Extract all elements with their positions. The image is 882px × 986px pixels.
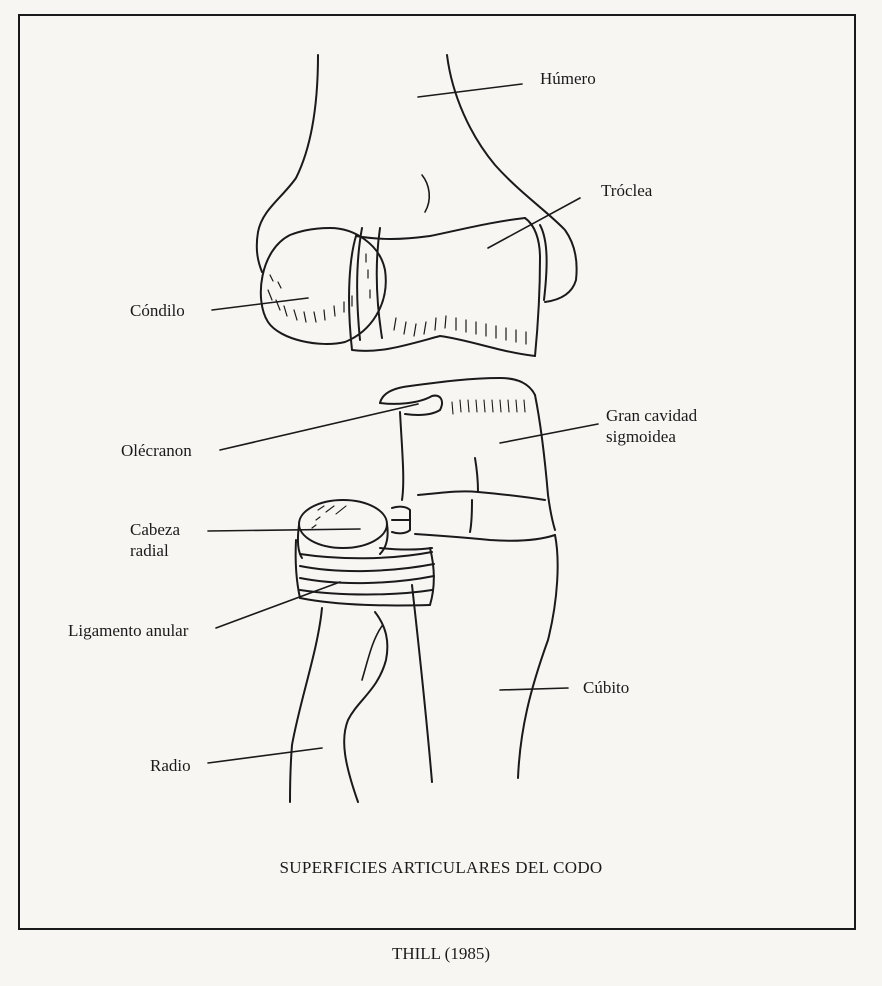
- label-gran-cavidad: Gran cavidad sigmoidea: [606, 405, 697, 447]
- label-ligamento-anular: Ligamento anular: [68, 621, 189, 640]
- radial-head: [297, 499, 411, 559]
- label-humero: Húmero: [540, 69, 596, 88]
- condyle: [259, 227, 387, 345]
- leader-troclea: [487, 197, 581, 249]
- trochlea: [348, 217, 548, 357]
- figure-credit: THILL (1985): [391, 944, 491, 963]
- leader-humero: [417, 83, 523, 98]
- figure-caption: SUPERFICIES ARTICULARES DEL CODO: [279, 858, 603, 877]
- label-gran-cavidad-line2: sigmoidea: [606, 427, 676, 446]
- leader-cabeza-radial: [207, 528, 361, 532]
- leader-radio: [207, 747, 323, 764]
- label-cabeza-radial-line1: Cabeza: [130, 520, 181, 539]
- leader-cubito: [499, 687, 569, 691]
- leader-ligamento: [215, 581, 341, 629]
- label-radio: Radio: [150, 756, 191, 775]
- figure-frame: [18, 14, 856, 930]
- leader-condilo: [211, 297, 309, 311]
- label-cubito: Cúbito: [583, 678, 630, 697]
- leader-lines: [207, 83, 599, 764]
- ulna-outline: [379, 377, 559, 783]
- label-condilo: Cóndilo: [130, 301, 185, 320]
- label-gran-cavidad-line1: Gran cavidad: [606, 406, 698, 425]
- radius-outline: [289, 607, 389, 803]
- label-cabeza-radial-line2: radial: [130, 541, 169, 560]
- humerus-outline: [255, 54, 578, 303]
- leader-gran-cavidad: [499, 423, 599, 444]
- label-cabeza-radial: Cabeza radial: [130, 519, 180, 561]
- leader-olecranon: [219, 403, 419, 451]
- label-troclea: Tróclea: [601, 181, 653, 200]
- label-olecranon: Olécranon: [121, 441, 192, 460]
